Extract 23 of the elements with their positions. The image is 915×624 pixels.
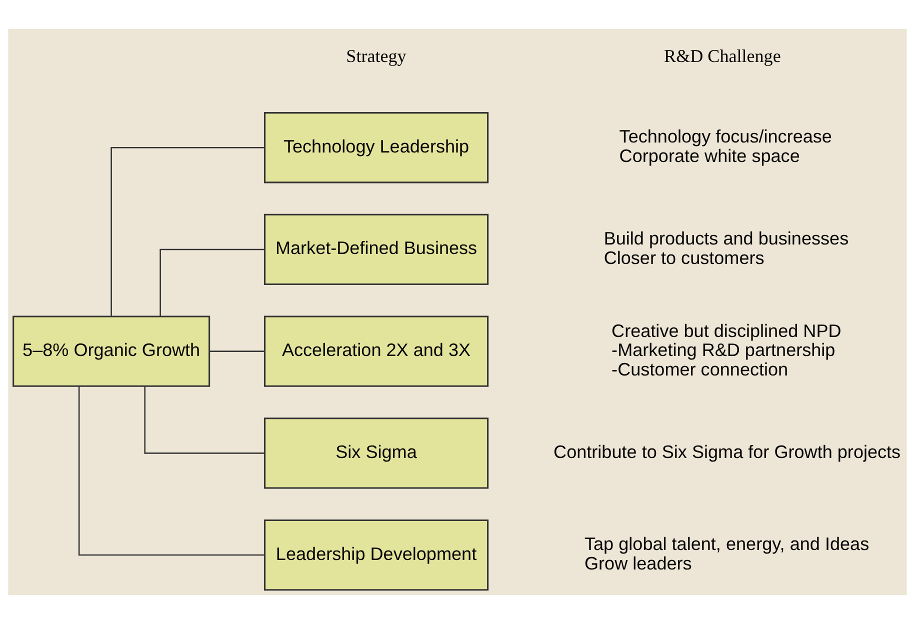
node-box: Market-Defined Business (264, 214, 489, 286)
node-label: Tap global talent, energy, and Ideas (584, 534, 870, 554)
connector (78, 386, 264, 556)
node-label: -Marketing R&D partnership (612, 340, 836, 360)
node-label: Corporate white space (619, 146, 800, 166)
connector (210, 350, 264, 352)
node-box: 5–8% Organic Growth (12, 316, 210, 387)
connector (160, 248, 264, 316)
connector (144, 386, 265, 454)
connector (110, 146, 265, 316)
node-label: Closer to customers (604, 248, 764, 268)
node-label: Grow leaders (584, 553, 692, 574)
node-label: Creative but disciplined NPD (612, 320, 842, 341)
label: R&D Challenge (664, 46, 781, 66)
node-label: Technology focus/increase (619, 126, 832, 147)
node-box: Leadership Development (264, 519, 489, 591)
node-label: Contribute to Six Sigma for Growth projects (554, 442, 901, 462)
label: Strategy (346, 46, 406, 66)
node-box: Technology Leadership (264, 112, 489, 184)
node-box: Six Sigma (264, 418, 489, 489)
node-label: -Customer connection (612, 359, 788, 380)
node-label: Build products and businesses (604, 228, 849, 249)
node-box: Acceleration 2X and 3X (264, 316, 489, 387)
